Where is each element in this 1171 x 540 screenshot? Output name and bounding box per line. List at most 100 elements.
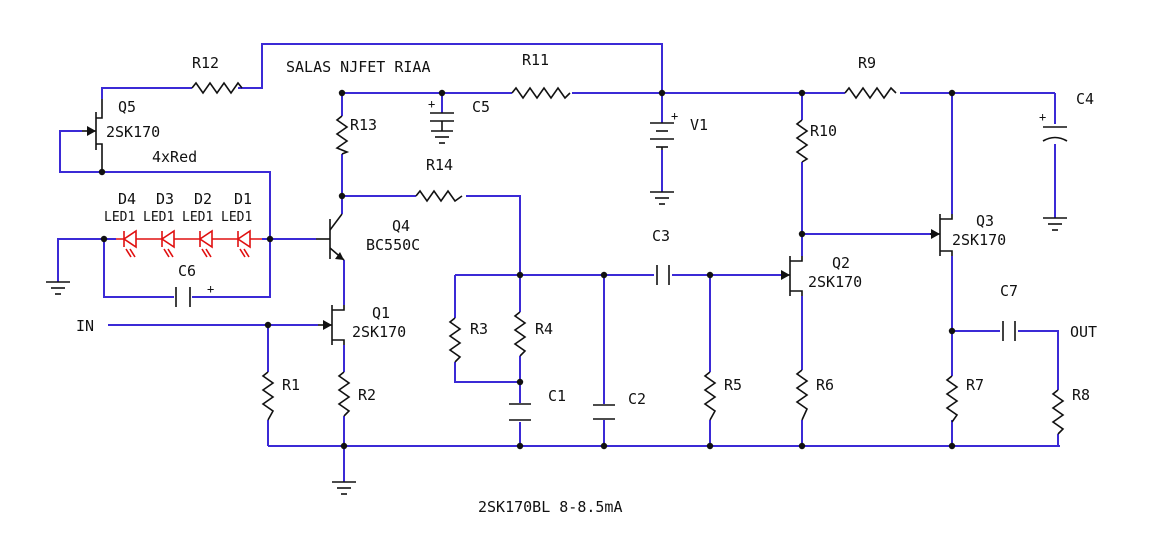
label-c4: C4 xyxy=(1076,90,1094,108)
junction-dot xyxy=(516,442,524,450)
label-q3: Q3 xyxy=(976,212,994,230)
label-q4-part: BC550C xyxy=(366,236,420,254)
resistors xyxy=(191,81,1065,435)
capacitor-c3 xyxy=(656,265,670,285)
junction-dot xyxy=(264,321,272,329)
resistor-r5 xyxy=(703,371,717,421)
capacitor-c6: + xyxy=(175,282,214,307)
input-port-label: IN xyxy=(76,317,94,335)
led-string xyxy=(116,229,262,258)
label-q2: Q2 xyxy=(832,254,850,272)
junction-dot xyxy=(798,89,806,97)
label-r11: R11 xyxy=(522,51,549,69)
junction-dot xyxy=(340,442,348,450)
label-r1: R1 xyxy=(282,376,300,394)
resistor-r7 xyxy=(945,375,959,423)
junction-dot xyxy=(516,271,524,279)
resistor-r2 xyxy=(337,371,351,417)
junction-dot xyxy=(600,271,608,279)
label-d4: D4 xyxy=(118,190,136,208)
junction-dot xyxy=(658,89,666,97)
label-r2: R2 xyxy=(358,386,376,404)
label-q5: Q5 xyxy=(118,98,136,116)
label-r8: R8 xyxy=(1072,386,1090,404)
label-v1: V1 xyxy=(690,116,708,134)
label-r6: R6 xyxy=(816,376,834,394)
resistor-r4 xyxy=(513,311,527,357)
label-c3: C3 xyxy=(652,227,670,245)
resistor-r8 xyxy=(1051,389,1065,435)
transistor-q5 xyxy=(82,99,103,172)
label-r4: R4 xyxy=(535,320,553,338)
led-d1 xyxy=(228,229,262,258)
resistor-r12 xyxy=(191,81,243,95)
ground-icon xyxy=(332,481,356,495)
ground-symbols xyxy=(46,191,1067,495)
junction-dot xyxy=(100,235,108,243)
capacitor-c7 xyxy=(1002,321,1016,341)
resistor-r9 xyxy=(844,86,897,100)
labels: SALAS NJFET RIAA 2SK170BL 8-8.5mA R12 R1… xyxy=(76,51,1097,516)
junction-dot xyxy=(706,442,714,450)
resistor-r13 xyxy=(335,115,350,155)
transistor-q3 xyxy=(930,214,953,256)
label-led-d2: LED1 xyxy=(182,210,213,225)
ground-icon xyxy=(1043,217,1067,231)
label-led-d3: LED1 xyxy=(143,210,174,225)
svg-text:+: + xyxy=(671,109,678,123)
capacitor-c1 xyxy=(509,403,531,421)
svg-text:+: + xyxy=(428,97,435,111)
junction-dots xyxy=(98,89,956,450)
label-q4: Q4 xyxy=(392,217,410,235)
label-led-d4: LED1 xyxy=(104,210,135,225)
junction-dot xyxy=(948,442,956,450)
resistor-r1 xyxy=(261,371,275,421)
transistor-q4 xyxy=(316,213,345,261)
label-r7: R7 xyxy=(966,376,984,394)
resistor-r3 xyxy=(448,317,462,363)
label-d2: D2 xyxy=(194,190,212,208)
label-c7: C7 xyxy=(1000,282,1018,300)
label-r14: R14 xyxy=(426,156,453,174)
transistor-q1 xyxy=(318,305,345,345)
led-d3 xyxy=(152,229,190,258)
label-led-string: 4xRed xyxy=(152,148,197,166)
svg-text:+: + xyxy=(1039,110,1046,124)
ground-icon xyxy=(650,191,674,205)
led-d2 xyxy=(190,229,228,258)
junction-dot xyxy=(948,327,956,335)
label-c1: C1 xyxy=(548,387,566,405)
label-r3: R3 xyxy=(470,320,488,338)
resistor-r6 xyxy=(795,369,809,421)
schematic-title: SALAS NJFET RIAA xyxy=(286,58,431,76)
resistor-r14 xyxy=(415,189,463,203)
label-r12: R12 xyxy=(192,54,219,72)
capacitors: + + + xyxy=(175,97,1068,421)
label-r10: R10 xyxy=(810,122,837,140)
label-q2-part: 2SK170 xyxy=(808,273,862,291)
label-c5: C5 xyxy=(472,98,490,116)
output-port-label: OUT xyxy=(1070,323,1097,341)
junction-dot xyxy=(516,378,524,386)
transistor-q2 xyxy=(781,256,803,296)
label-q3-part: 2SK170 xyxy=(952,231,1006,249)
label-r9: R9 xyxy=(858,54,876,72)
junction-dot xyxy=(798,442,806,450)
footer-note: 2SK170BL 8-8.5mA xyxy=(478,498,623,516)
wires xyxy=(57,43,1060,482)
label-d3: D3 xyxy=(156,190,174,208)
junction-dot xyxy=(706,271,714,279)
capacitor-c4: + xyxy=(1039,110,1068,142)
junction-dot xyxy=(600,442,608,450)
junction-dot xyxy=(798,230,806,238)
resistor-r11 xyxy=(511,86,571,100)
junction-dot xyxy=(338,192,346,200)
label-c6: C6 xyxy=(178,262,196,280)
junction-dot xyxy=(438,89,446,97)
label-q5-part: 2SK170 xyxy=(106,123,160,141)
label-r5: R5 xyxy=(724,376,742,394)
label-d1: D1 xyxy=(234,190,252,208)
junction-dot xyxy=(266,235,274,243)
junction-dot xyxy=(948,89,956,97)
